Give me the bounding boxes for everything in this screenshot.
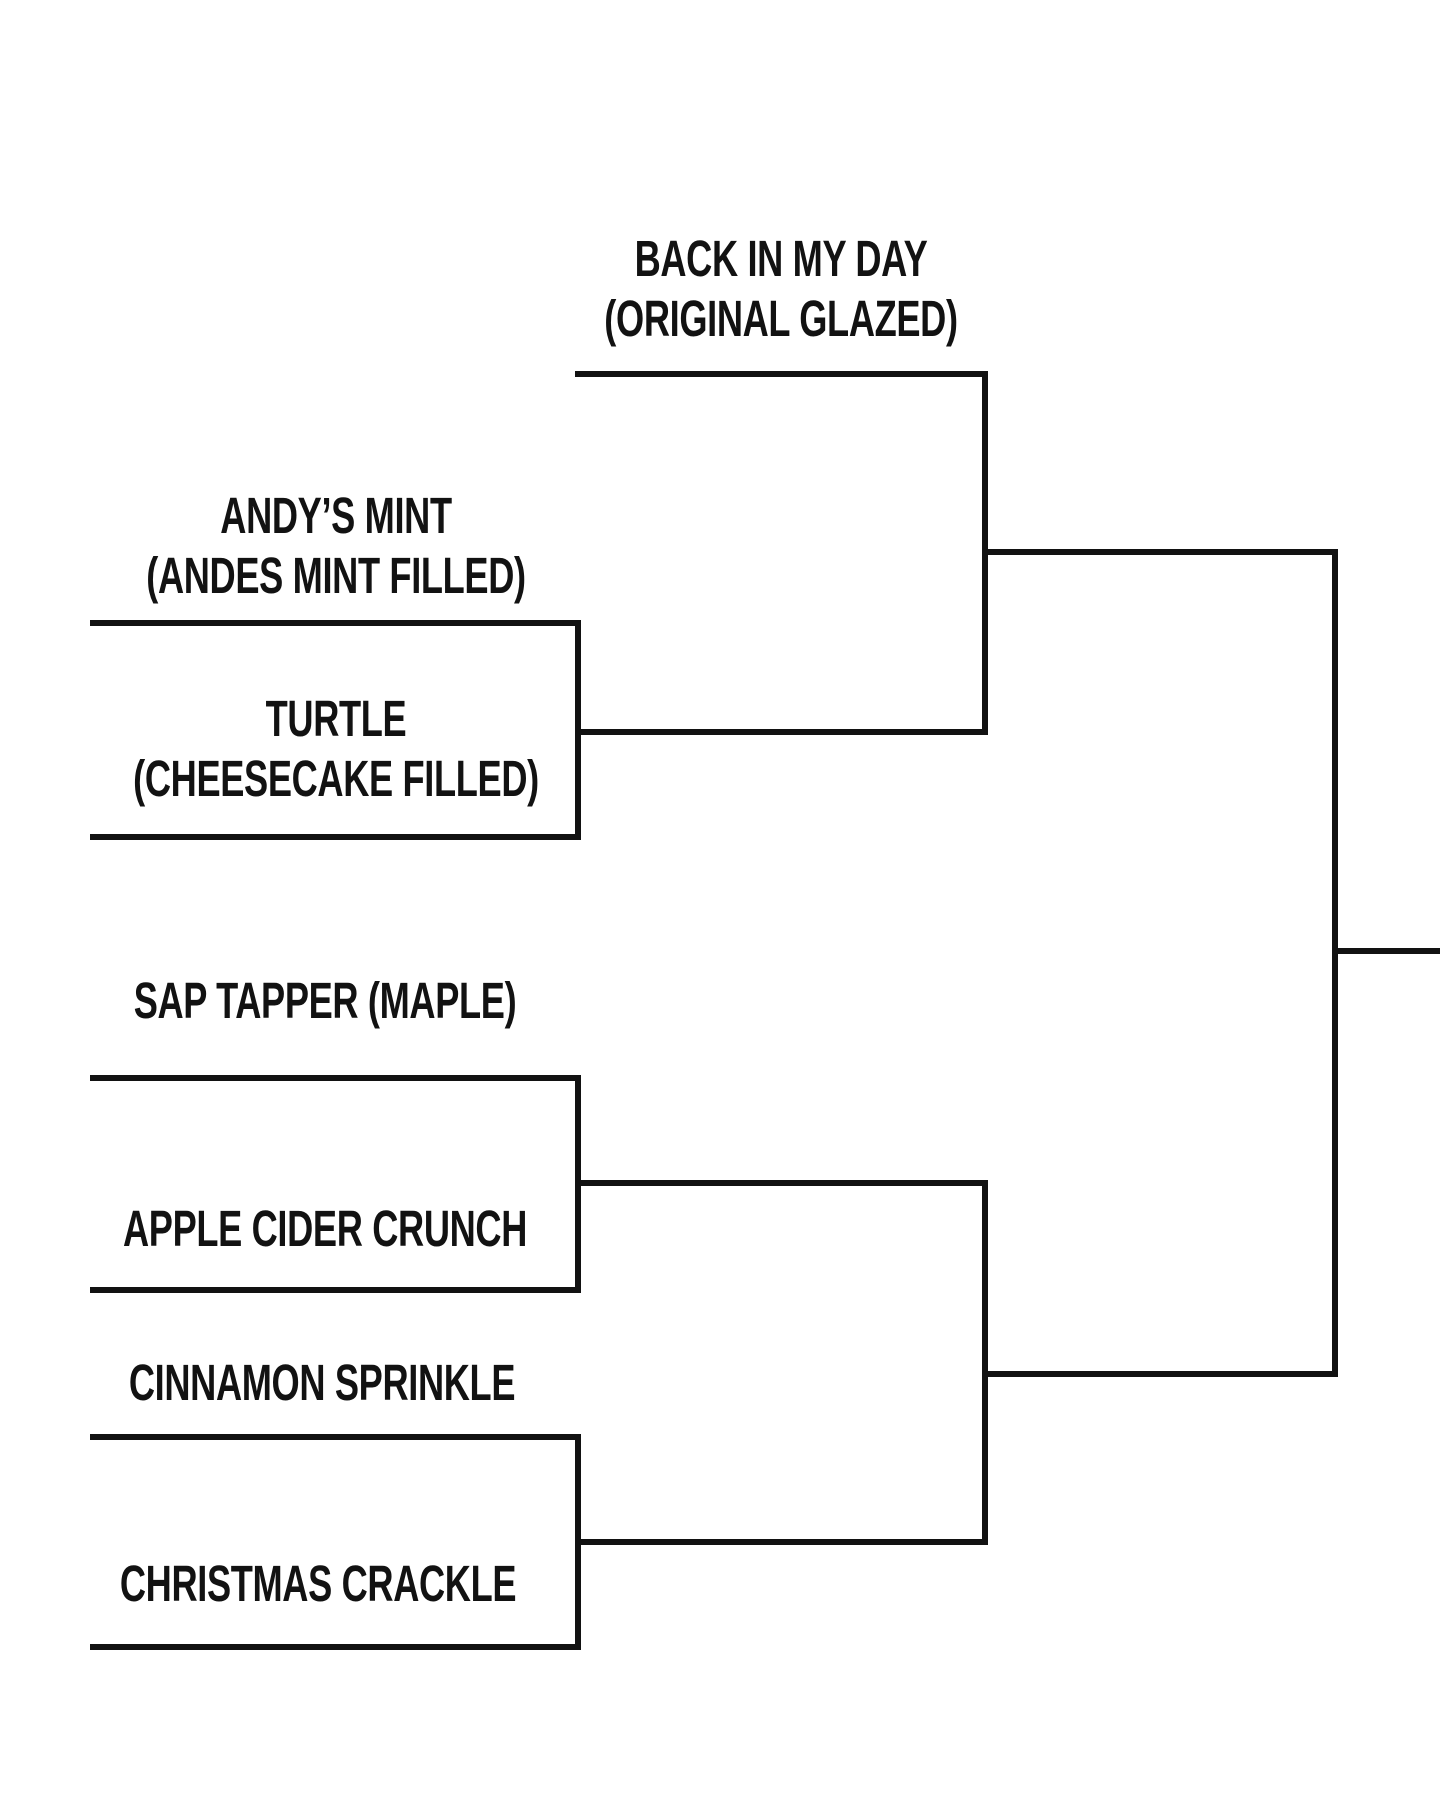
winner-line-round1-match3: [575, 1539, 988, 1545]
entry-name: CHRISTMAS CRACKLE: [119, 1555, 517, 1612]
winner-line-round1-match2: [575, 1180, 988, 1186]
winner-line-semifinal-1: [982, 549, 1338, 555]
entry-name: TURTLE: [265, 690, 407, 747]
winner-line-semifinal-2: [982, 1371, 1338, 1377]
entry-name: SAP TAPPER (MAPLE): [133, 972, 517, 1029]
entry-name: BACK IN MY DAY: [634, 230, 928, 287]
bracket-label-cinnamon-sprinkle: CINNAMON SPRINKLE: [22, 1353, 622, 1413]
entry-name: APPLE CIDER CRUNCH: [122, 1200, 528, 1257]
slot-line-andys-mint: [90, 620, 581, 626]
slot-line-sap-tapper: [90, 1075, 581, 1081]
entry-subtitle: (ORIGINAL GLAZED): [604, 290, 958, 347]
connector-final: [1332, 549, 1338, 1377]
slot-line-turtle: [90, 834, 581, 840]
slot-line-christmas-crackle: [90, 1644, 581, 1650]
entry-name: ANDY’S MINT: [220, 487, 452, 544]
slot-line-cinnamon-sprinkle: [90, 1434, 581, 1440]
winner-line-final: [1332, 948, 1440, 954]
slot-line-apple-cider-crunch: [90, 1287, 581, 1293]
bracket-label-sap-tapper: SAP TAPPER (MAPLE): [25, 971, 625, 1031]
winner-line-round1-match1: [575, 729, 988, 735]
bracket-label-back-in-my-day: BACK IN MY DAY (ORIGINAL GLAZED): [481, 229, 1081, 349]
entry-subtitle: (ANDES MINT FILLED): [146, 547, 526, 604]
slot-line-back-in-my-day: [575, 371, 988, 377]
entry-subtitle: (CHEESECAKE FILLED): [133, 750, 539, 807]
bracket-label-apple-cider-crunch: APPLE CIDER CRUNCH: [25, 1199, 625, 1259]
bracket-label-turtle: TURTLE (CHEESECAKE FILLED): [36, 689, 636, 809]
connector-semifinal-2: [982, 1180, 988, 1545]
bracket-label-andys-mint: ANDY’S MINT (ANDES MINT FILLED): [36, 486, 636, 606]
entry-name: CINNAMON SPRINKLE: [128, 1354, 516, 1411]
bracket-label-christmas-crackle: CHRISTMAS CRACKLE: [18, 1554, 618, 1614]
